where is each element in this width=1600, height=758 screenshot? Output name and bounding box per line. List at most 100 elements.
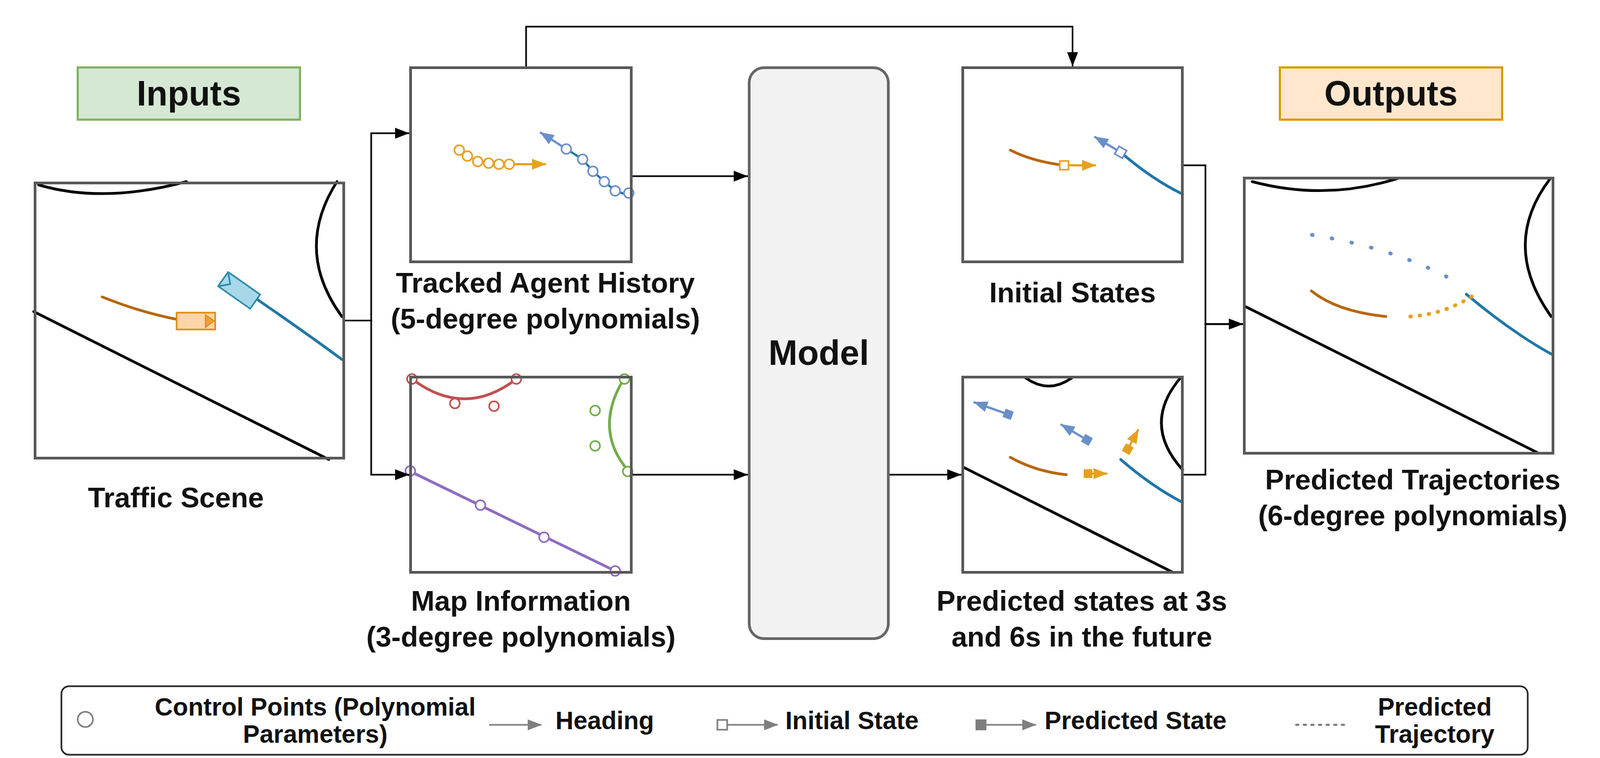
section-label: Outputs [1324,74,1458,113]
word: Trajectories [1401,463,1561,496]
blue-heading [974,402,1009,415]
word: in [1048,620,1074,653]
connector-arrow [526,26,1073,67]
model-label: Model [768,333,870,372]
history-panel: Tracked Agent History (5-degree polynomi… [409,66,633,264]
control-point [577,154,588,165]
legend-label: Initial State [785,707,919,735]
word: Trajectory [1375,719,1495,748]
legend-initial-state [725,723,778,726]
legend-frame [61,685,1528,755]
road-edge [1025,377,1072,386]
road-edge [964,467,1174,573]
word: polynomials) [525,302,700,335]
panel-caption: Predicted states at 3s and 6s in the fut… [915,582,1249,655]
caption-holder: Traffic Scene [84,479,268,516]
word: Information [475,584,631,617]
connector-arrow [1183,323,1243,475]
control-point [588,166,598,177]
word: Outputs [1324,73,1458,114]
control-point [610,185,621,196]
word: Agent [509,266,590,299]
orange-track [102,296,179,320]
legend-entry: Predicted Trajectory [1361,693,1509,748]
blue-heading [1061,424,1087,440]
word: polynomials) [1392,499,1568,531]
word: State [857,705,919,735]
control-point [462,151,473,161]
predicted-states-panel: Predicted states at 3s and 6s in the fut… [961,375,1184,574]
road-edge [1161,377,1183,470]
blue-car-body [217,271,260,309]
initial-state [1059,160,1069,170]
control-point [475,500,486,510]
legend-label: Heading [555,707,654,735]
legend-entry: Predicted State [1044,707,1227,735]
word: polynomials) [501,620,676,653]
legend-label: Predicted State [1044,707,1227,735]
legend-control-point [77,711,93,727]
word: states [1073,584,1155,617]
blue-history [566,148,630,196]
word: Predicted [936,584,1066,617]
word: Model [768,333,870,373]
word: 6s [1009,620,1042,653]
word: Scene [180,481,264,514]
control-point [590,405,600,416]
word: Control [154,692,245,721]
word: Initial [989,276,1064,309]
word: Inputs [136,73,242,114]
connector-arrow [1183,165,1243,324]
control-point [599,176,610,187]
connector-arrow [889,473,962,476]
word: Heading [555,705,654,735]
legend-predicted-trajectory [1296,723,1348,726]
blue-track [252,296,342,360]
control-point [489,401,499,411]
legend-initial-state-box [717,719,728,730]
blue-car-front [219,273,235,291]
map-curve [411,378,517,399]
predicted-state [1083,469,1093,478]
caption-holder: Predicted states at 3s and 6s in the fut… [915,582,1249,655]
word: State [1165,705,1227,735]
control-point [610,565,621,576]
blue-track [1120,152,1183,195]
word: Traffic [88,481,173,514]
orange-prediction [1410,293,1477,317]
blue-car [217,271,260,309]
connector-arrow [345,320,410,475]
road-edge [1525,178,1552,317]
initial-states-panel: Initial States [961,66,1184,264]
panel-caption: Traffic Scene [84,479,268,516]
control-point [590,440,600,451]
map-curve [609,377,629,472]
control-point [539,532,549,542]
word: History [597,266,695,299]
word: Map [410,584,468,617]
road-edge [1252,178,1398,191]
word: (5-degree [390,302,518,335]
word: (3-degree [366,620,494,653]
connector-arrow [632,473,748,476]
word: Predicted [1265,463,1395,496]
word: Predicted [1044,705,1159,735]
caption-holder: Map Information (3-degree polynomials) [354,582,688,655]
caption-holder: Tracked Agent History (5-degree polynomi… [379,264,712,337]
initial-state [1114,146,1127,159]
road-edge [1244,305,1537,453]
word: and [951,620,1002,653]
scene-panel: Traffic Scene [33,181,346,460]
panel-caption: Map Information (3-degree polynomials) [354,582,688,655]
control-point [561,144,572,154]
control-point [504,159,515,170]
word: States [1071,276,1156,309]
legend-heading [486,723,541,726]
orange-car [176,312,216,330]
predicted-state [1080,433,1093,446]
legend-entry: Heading [555,707,654,735]
inputs-tag: Inputs [76,66,302,121]
word: Tracked [395,266,503,299]
word: 3s [1195,584,1228,617]
